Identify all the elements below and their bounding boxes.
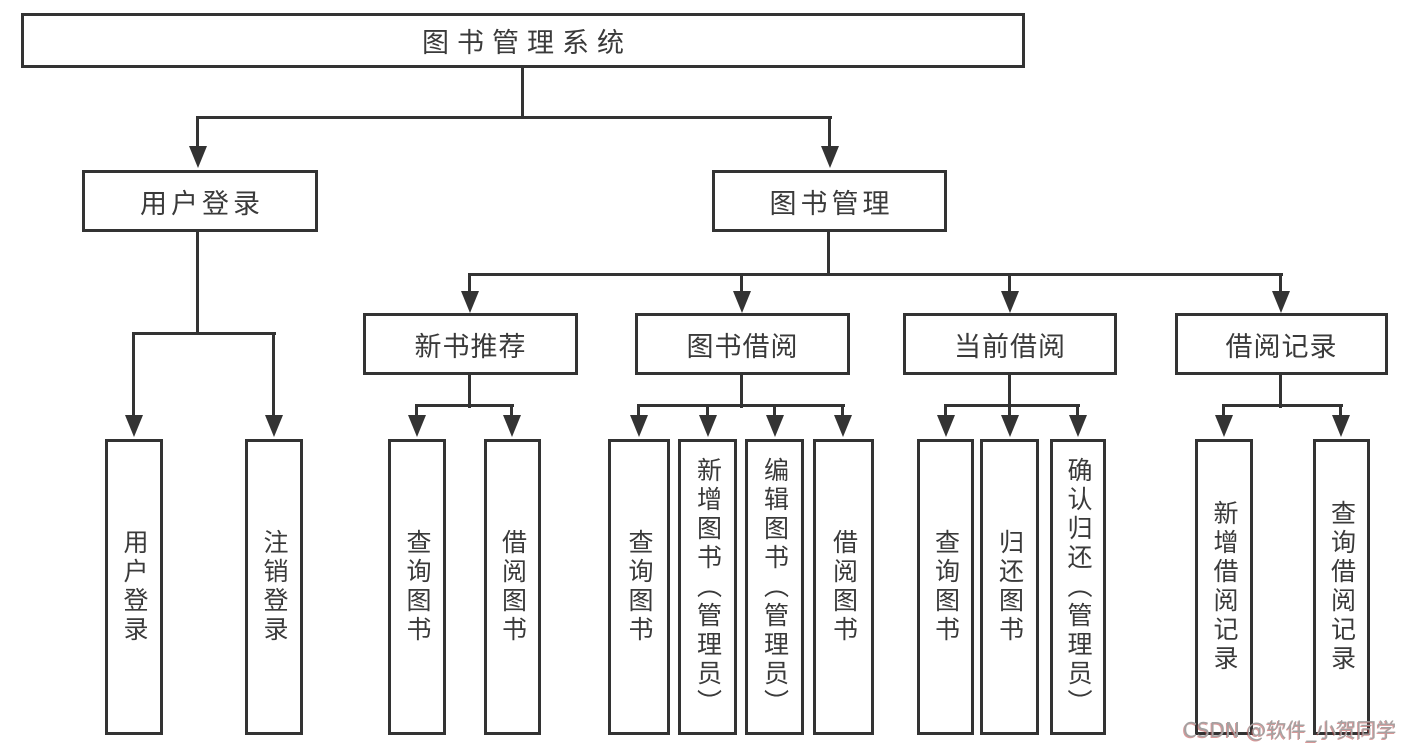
connector-shaft	[637, 406, 640, 417]
arrow-down-icon	[1215, 415, 1233, 437]
connector-shaft-user-login	[196, 118, 199, 150]
arrow-down-icon	[408, 415, 426, 437]
connector-new-book-stem	[468, 375, 471, 408]
connector-book-borrow-stem	[740, 375, 743, 408]
arrow-down-icon	[630, 415, 648, 437]
leaf-add-borrow-record: 新增借阅记录	[1195, 439, 1253, 735]
leaf-query-books-2: 查询图书	[608, 439, 670, 735]
connector-root-stem	[521, 68, 524, 119]
arrow-down-icon	[503, 415, 521, 437]
leaf-query-books-3: 查询图书	[917, 439, 974, 735]
leaf-logout: 注销登录	[245, 439, 303, 735]
arrow-down-icon	[125, 415, 143, 437]
node-new-book-recommend: 新书推荐	[363, 313, 578, 375]
node-user-login: 用户登录	[82, 170, 318, 232]
connector-root-bar	[196, 116, 832, 119]
connector-shaft	[944, 406, 947, 417]
connector-shaft-current-borrow	[1008, 275, 1011, 293]
arrow-down-icon	[699, 415, 717, 437]
leaf-query-books-1: 查询图书	[388, 439, 446, 735]
connector-book-management-bar	[468, 273, 1283, 276]
node-book-borrow: 图书借阅	[635, 313, 850, 375]
arrow-down-icon	[1001, 415, 1019, 437]
arrow-down-icon	[265, 415, 283, 437]
connector-shaft-book-management	[828, 118, 831, 150]
arrow-down-icon	[834, 415, 852, 437]
connector-shaft	[1339, 406, 1342, 417]
leaf-borrow-books-1: 借阅图书	[484, 439, 541, 735]
leaf-query-borrow-record: 查询借阅记录	[1313, 439, 1370, 735]
connector-shaft	[415, 406, 418, 417]
connector-new-book-bar	[415, 404, 514, 407]
connector-shaft	[706, 406, 709, 417]
node-current-borrow: 当前借阅	[903, 313, 1117, 375]
arrow-down-icon	[1069, 415, 1087, 437]
leaf-add-book-admin: 新增图书（管理员）	[678, 439, 737, 735]
connector-shaft	[510, 406, 513, 417]
connector-shaft	[1076, 406, 1079, 417]
connector-shaft	[1222, 406, 1225, 417]
connector-shaft	[841, 406, 844, 417]
arrow-down-icon	[937, 415, 955, 437]
connector-shaft	[773, 406, 776, 417]
leaf-user-login: 用户登录	[105, 439, 163, 735]
arrow-down-icon	[1272, 291, 1290, 313]
connector-borrow-record-bar	[1222, 404, 1343, 407]
node-library-management-system: 图书管理系统	[21, 13, 1025, 68]
connector-shaft	[1008, 406, 1011, 417]
connector-shaft-leaf-logout	[272, 334, 275, 417]
connector-shaft-new-book	[468, 275, 471, 293]
arrow-down-icon	[733, 291, 751, 313]
connector-shaft-borrow-record	[1279, 275, 1282, 293]
arrow-down-icon	[1332, 415, 1350, 437]
connector-book-management-stem	[827, 232, 830, 276]
node-book-management: 图书管理	[712, 170, 947, 232]
leaf-borrow-books-2: 借阅图书	[813, 439, 874, 735]
connector-shaft-leaf-user-login	[132, 334, 135, 417]
leaf-edit-book-admin: 编辑图书（管理员）	[745, 439, 804, 735]
connector-book-borrow-bar	[637, 404, 845, 407]
node-borrow-records: 借阅记录	[1175, 313, 1388, 375]
arrow-down-icon	[766, 415, 784, 437]
connector-shaft-book-borrow	[740, 275, 743, 293]
arrow-down-icon	[1001, 291, 1019, 313]
connector-user-login-bar	[132, 332, 276, 335]
leaf-confirm-return-admin: 确认归还（管理员）	[1050, 439, 1106, 735]
arrow-down-icon	[461, 291, 479, 313]
csdn-watermark: CSDN @软件_小贺同学	[1183, 718, 1397, 742]
arrow-down-icon	[189, 146, 207, 168]
arrow-down-icon	[821, 146, 839, 168]
connector-current-borrow-bar	[944, 404, 1080, 407]
leaf-return-book: 归还图书	[980, 439, 1039, 735]
connector-current-borrow-stem	[1008, 375, 1011, 408]
connector-user-login-stem	[196, 232, 199, 335]
connector-borrow-record-stem	[1279, 375, 1282, 408]
